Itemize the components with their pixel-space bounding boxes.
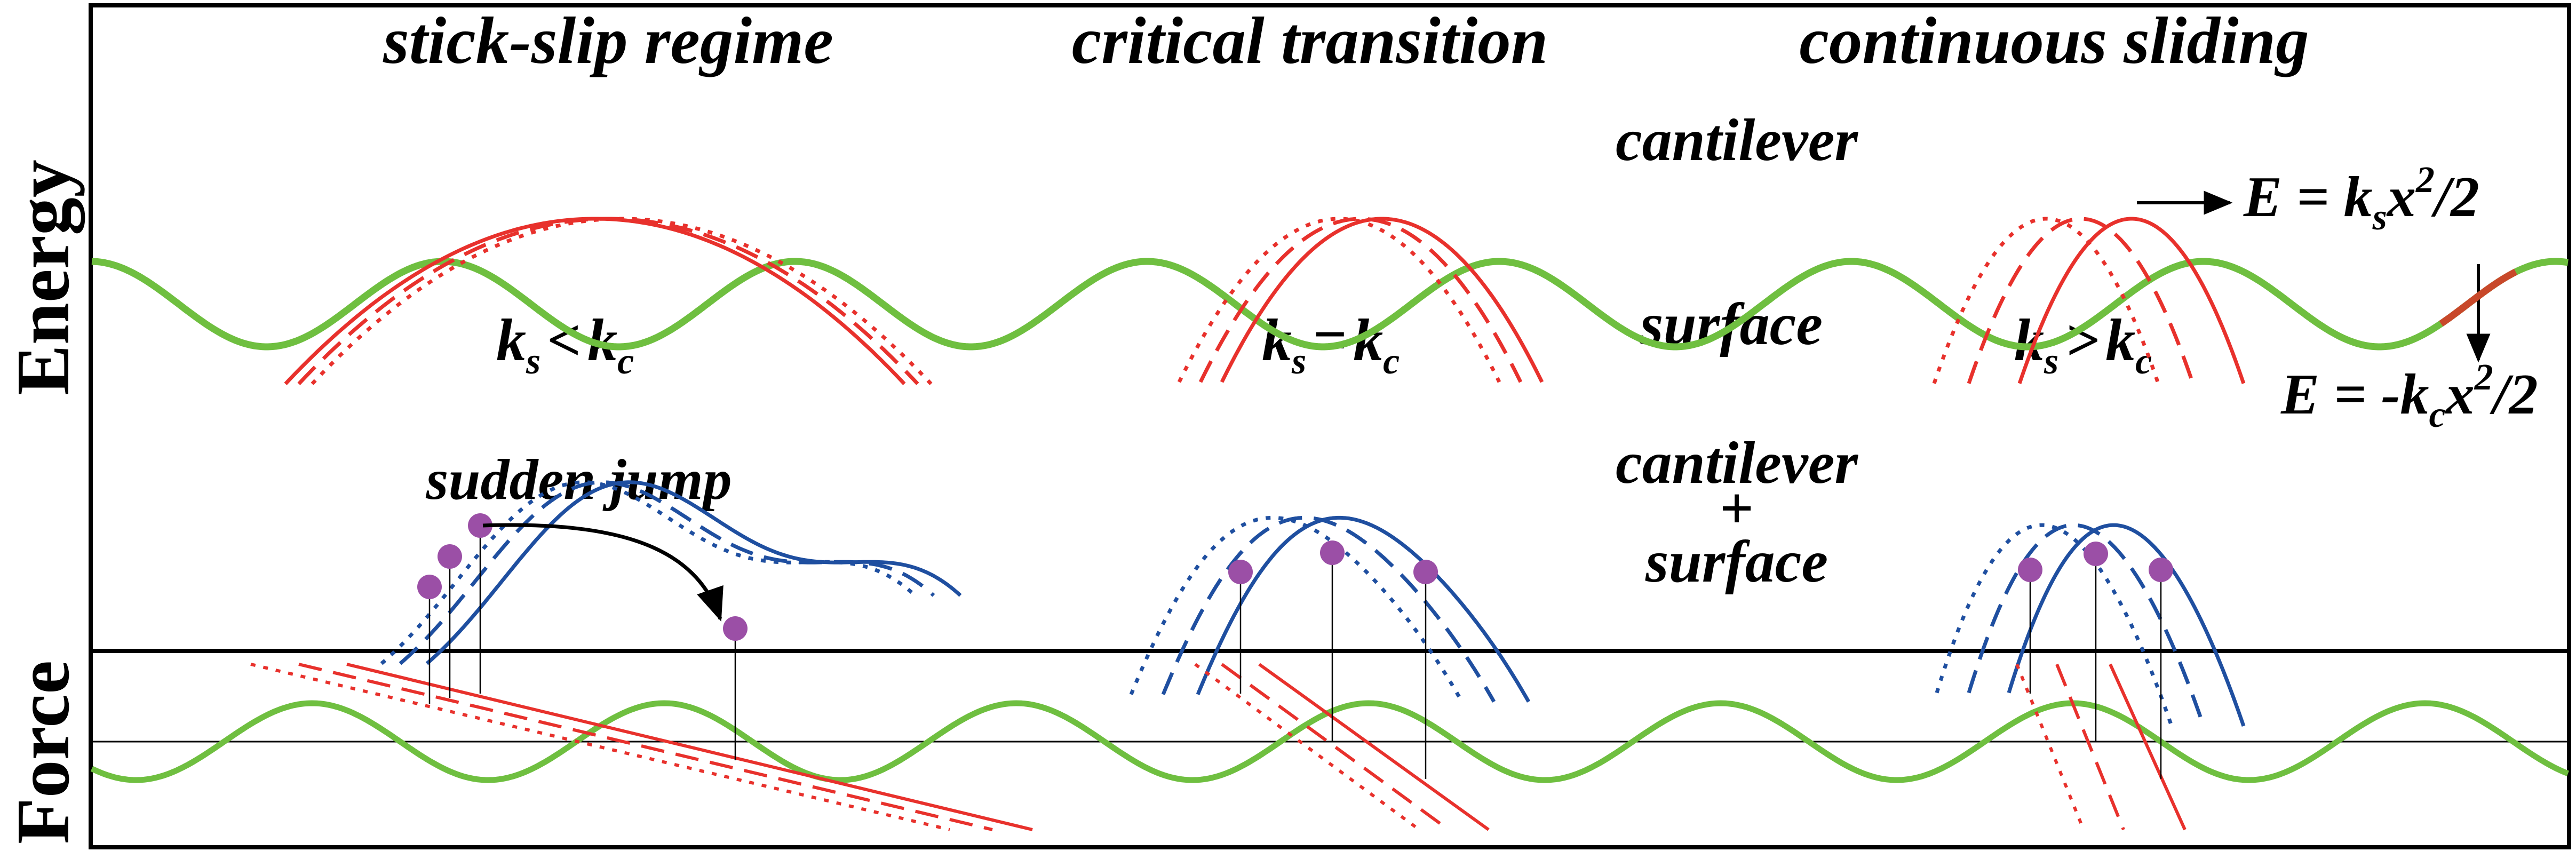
cantilever-parabola-continuous-solid <box>2017 217 2246 384</box>
label-combined-2: surface <box>1645 529 1828 595</box>
equation-cantilever: E = ksx2/2 <box>2243 160 2479 238</box>
header-continuous-sliding: continuous sliding <box>1799 4 2309 78</box>
header-stick-slip: stick-slip regime <box>383 4 833 78</box>
marker-stick-slip-3 <box>468 513 492 538</box>
combined-curve-critical-solid <box>1196 515 1531 703</box>
marker-stick-slip-1 <box>417 575 442 599</box>
cantilever-parabola-continuous-dashed <box>1967 217 2195 384</box>
force-curves-layer <box>90 663 2569 831</box>
cantilever-parabola-critical-dotted <box>1177 217 1501 383</box>
marker-stick-slip-2 <box>438 544 462 569</box>
force-line-stick-slip-solid <box>346 663 1033 831</box>
equation-surface: E = -kcx2/2 <box>2280 357 2538 435</box>
marker-continuous-3 <box>2149 558 2173 582</box>
combined-curves-layer <box>380 480 2246 727</box>
force-line-continuous-dashed <box>2055 663 2125 831</box>
marker-critical-2 <box>1320 540 1345 565</box>
surface-force-curve <box>90 700 2569 783</box>
header-critical-transition: critical transition <box>1072 4 1548 78</box>
combined-curve-critical-dotted <box>1129 515 1464 703</box>
force-line-critical-dashed <box>1221 663 1450 831</box>
cantilever-parabola-stick-slip-solid <box>284 217 906 385</box>
combined-curve-continuous-dotted <box>1935 523 2174 727</box>
sudden-jump-arrow <box>482 523 723 622</box>
force-line-stick-slip-dashed <box>298 663 993 831</box>
marker-critical-1 <box>1228 560 1253 584</box>
cantilever-curves-layer <box>284 217 2246 385</box>
force-panel-frame <box>89 649 2571 849</box>
force-line-stick-slip-dotted <box>250 663 950 831</box>
combined-curve-stick-slip-solid <box>425 480 962 665</box>
marker-continuous-2 <box>2084 542 2108 566</box>
surface-energy-curve <box>91 258 2569 351</box>
combined-curve-continuous-solid <box>2007 523 2246 727</box>
cantilever-parabola-continuous-dotted <box>1932 217 2160 384</box>
surface-energy-highlight <box>2439 268 2517 327</box>
cantilever-parabola-critical-dashed <box>1198 217 1523 383</box>
force-line-continuous-dotted <box>2015 663 2085 831</box>
markers-layer <box>417 513 2173 641</box>
combined-curve-critical-dashed <box>1161 515 1496 703</box>
force-line-continuous-solid <box>2109 663 2187 831</box>
guide-lines-layer <box>428 526 2162 779</box>
energy-axis-title: Energy <box>1 160 85 395</box>
relation-continuous: ks>kc <box>2014 307 2152 382</box>
cantilever-parabola-critical-solid <box>1220 217 1544 383</box>
force-line-critical-dotted <box>1194 663 1420 831</box>
label-combined-1: cantilever <box>1616 430 1858 496</box>
label-combined-plus: + <box>1720 475 1754 542</box>
force-line-critical-solid <box>1258 663 1490 831</box>
surface-curves-layer <box>91 258 2569 351</box>
marker-continuous-1 <box>2018 558 2042 582</box>
label-cantilever: cantilever <box>1616 107 1858 173</box>
force-axis-title: Force <box>1 661 85 844</box>
marker-critical-3 <box>1413 560 1438 584</box>
marker-stick-slip-4 <box>723 616 748 641</box>
combined-curve-continuous-dashed <box>1967 523 2206 727</box>
